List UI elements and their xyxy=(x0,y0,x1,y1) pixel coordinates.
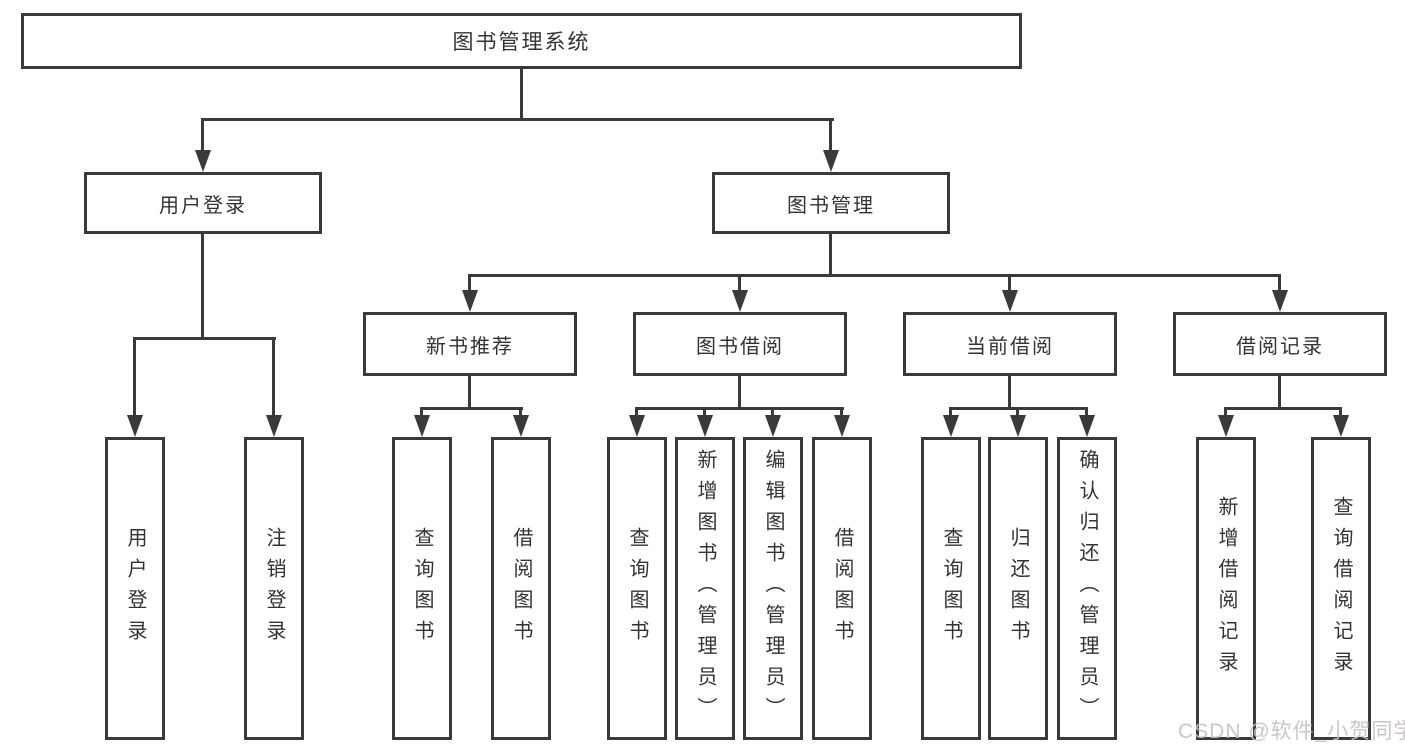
leaf-confirm-return-admin: 确认归还（管理员） xyxy=(1057,437,1117,740)
node-label: 查询借阅记录 xyxy=(1330,495,1352,682)
connector-line xyxy=(520,69,523,120)
node-label: 归还图书 xyxy=(1007,526,1029,651)
node-label: 借阅图书 xyxy=(510,526,532,651)
node-label: 查询图书 xyxy=(411,526,433,651)
connector-line xyxy=(1085,407,1088,421)
leaf-borrow-books-recommend: 借阅图书 xyxy=(491,437,551,740)
connector-line xyxy=(519,407,522,421)
node-label: 新增图书（管理员） xyxy=(694,449,716,728)
node-label: 当前借阅 xyxy=(966,335,1054,358)
node-label: 查询图书 xyxy=(940,526,962,651)
node-label: 查询图书 xyxy=(626,526,648,651)
connector-line xyxy=(201,118,834,121)
connector-arrowhead xyxy=(629,415,645,437)
node-current-borrowing: 当前借阅 xyxy=(903,312,1117,376)
leaf-logout: 注销登录 xyxy=(244,437,304,740)
connector-line xyxy=(420,407,423,421)
node-label: 编辑图书（管理员） xyxy=(762,449,784,728)
connector-line xyxy=(1339,407,1342,421)
leaf-add-book-admin: 新增图书（管理员） xyxy=(675,437,735,740)
node-label: 用户登录 xyxy=(159,194,247,217)
connector-line xyxy=(1224,407,1341,410)
connector-line xyxy=(1008,376,1011,409)
connector-arrowhead xyxy=(1272,290,1288,312)
node-label: 确认归还（管理员） xyxy=(1076,449,1098,728)
connector-arrowhead xyxy=(1002,290,1018,312)
node-label: 新增借阅记录 xyxy=(1215,495,1237,682)
connector-line xyxy=(635,407,844,410)
leaf-query-books-recommend: 查询图书 xyxy=(392,437,452,740)
leaf-return-books: 归还图书 xyxy=(988,437,1048,740)
node-label: 用户登录 xyxy=(124,526,146,651)
connector-arrowhead xyxy=(943,415,959,437)
node-new-book-recommendation: 新书推荐 xyxy=(363,312,577,376)
leaf-user-login: 用户登录 xyxy=(105,437,165,740)
leaf-add-borrow-record: 新增借阅记录 xyxy=(1196,437,1256,740)
connector-arrowhead xyxy=(765,415,781,437)
leaf-query-books-borrow: 查询图书 xyxy=(607,437,667,740)
node-label: 图书借阅 xyxy=(696,335,784,358)
connector-arrowhead xyxy=(1079,415,1095,437)
watermark-text: CSDN @软件_小贺同学 xyxy=(1178,720,1405,743)
connector-arrowhead xyxy=(732,290,748,312)
connector-arrowhead xyxy=(462,290,478,312)
connector-arrowhead xyxy=(513,415,529,437)
connector-line xyxy=(468,274,471,294)
connector-line xyxy=(1278,274,1281,294)
connector-line xyxy=(738,376,741,409)
node-label: 图书管理 xyxy=(787,194,875,217)
connector-arrowhead xyxy=(697,415,713,437)
leaf-query-borrow-record: 查询借阅记录 xyxy=(1311,437,1371,740)
node-borrowing-records: 借阅记录 xyxy=(1173,312,1387,376)
connector-line xyxy=(771,407,774,421)
connector-line xyxy=(1008,274,1011,294)
leaf-query-books-current: 查询图书 xyxy=(921,437,981,740)
node-label: 图书管理系统 xyxy=(452,31,591,54)
node-label: 借阅图书 xyxy=(831,526,853,651)
connector-line xyxy=(1016,407,1019,421)
node-label: 新书推荐 xyxy=(426,335,514,358)
connector-line xyxy=(635,407,638,421)
node-library-management-system: 图书管理系统 xyxy=(21,13,1022,69)
node-book-borrowing: 图书借阅 xyxy=(633,312,847,376)
connector-line xyxy=(133,337,276,340)
connector-arrowhead xyxy=(414,415,430,437)
connector-line xyxy=(949,407,952,421)
connector-line xyxy=(703,407,706,421)
connector-arrowhead xyxy=(823,150,839,172)
connector-arrowhead xyxy=(1010,415,1026,437)
connector-line xyxy=(468,376,471,409)
connector-line xyxy=(1278,376,1281,409)
connector-line xyxy=(738,274,741,294)
connector-arrowhead xyxy=(834,415,850,437)
connector-line xyxy=(840,407,843,421)
connector-line xyxy=(272,337,275,417)
leaf-borrow-books: 借阅图书 xyxy=(812,437,872,740)
node-user-login: 用户登录 xyxy=(84,172,322,234)
connector-line xyxy=(133,337,136,417)
connector-arrowhead xyxy=(1333,415,1349,437)
connector-line xyxy=(829,118,832,156)
connector-line xyxy=(201,234,204,340)
connector-arrowhead xyxy=(195,150,211,172)
connector-line xyxy=(829,234,832,277)
connector-arrowhead xyxy=(1218,415,1234,437)
connector-line xyxy=(1224,407,1227,421)
connector-line xyxy=(420,407,523,410)
connector-arrowhead xyxy=(266,415,282,437)
node-label: 借阅记录 xyxy=(1236,335,1324,358)
leaf-edit-book-admin: 编辑图书（管理员） xyxy=(743,437,803,740)
connector-line xyxy=(468,274,1281,277)
node-label: 注销登录 xyxy=(263,526,285,651)
node-book-management: 图书管理 xyxy=(712,172,950,234)
connector-arrowhead xyxy=(127,415,143,437)
connector-line xyxy=(201,118,204,156)
